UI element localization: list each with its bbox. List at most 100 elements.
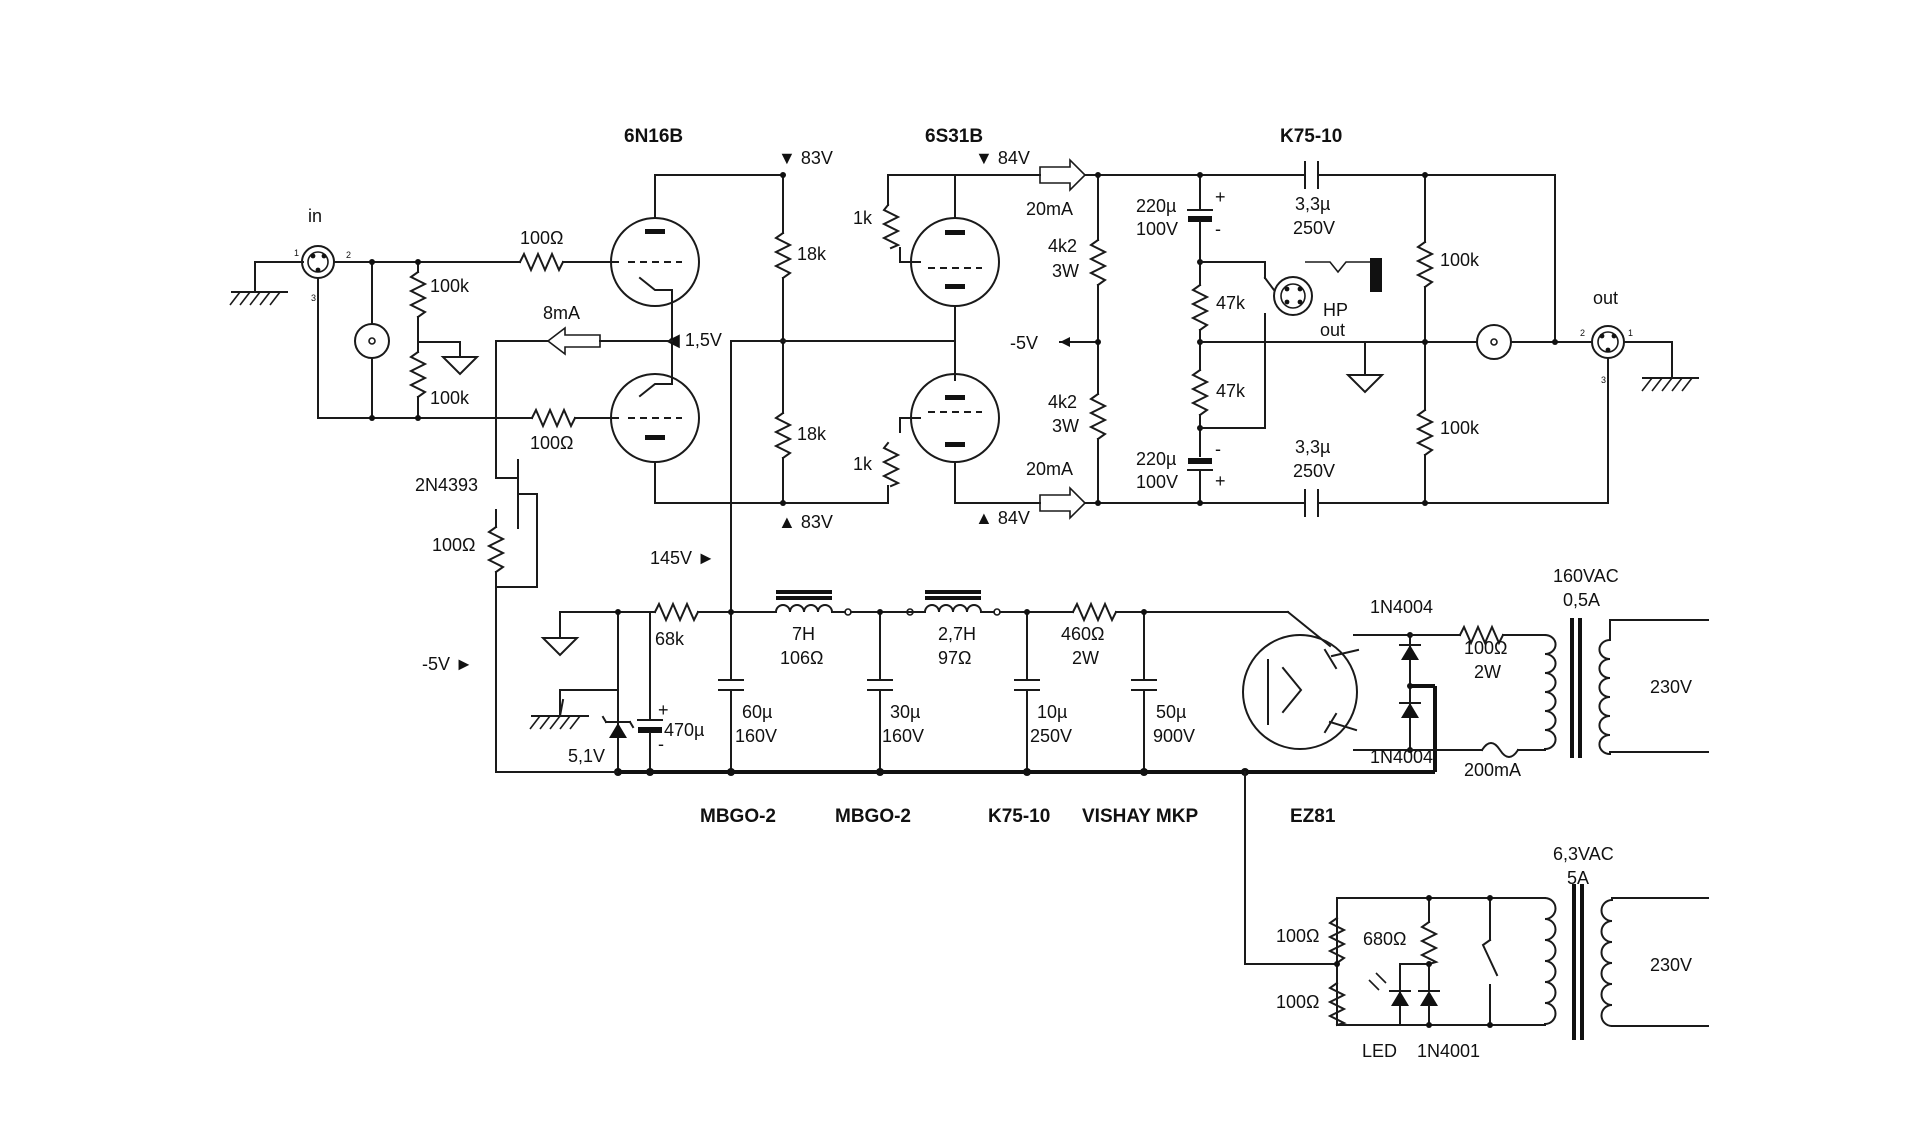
choke-7h bbox=[774, 590, 852, 616]
r47k-a-label: 47k bbox=[1216, 293, 1246, 313]
r460-2-label: 2W bbox=[1072, 648, 1099, 668]
r1k-a-label: 1k bbox=[853, 208, 873, 228]
r1k-b-label: 1k bbox=[853, 454, 873, 474]
in-pin2: 2 bbox=[346, 250, 351, 260]
current-source: 2N4393 100Ω bbox=[415, 340, 549, 773]
cap-type-2: MBGO-2 bbox=[835, 806, 911, 827]
tube-ez81-label: EZ81 bbox=[1290, 806, 1336, 827]
k75-top-label: K75-10 bbox=[1280, 126, 1342, 147]
c50-1-label: 50µ bbox=[1156, 702, 1186, 722]
r100-bot-label: 100Ω bbox=[530, 433, 574, 453]
v84-top-label: ▼ 84V bbox=[975, 148, 1030, 168]
r460-1-label: 460Ω bbox=[1061, 624, 1105, 644]
tube-6n16b-label: 6N16B bbox=[624, 126, 683, 147]
fil-pri-label: 230V bbox=[1650, 955, 1692, 975]
fuse-label: 200mA bbox=[1464, 760, 1521, 780]
vneg5-mid-label: -5V bbox=[1010, 333, 1038, 353]
c220-b1-label: 220µ bbox=[1136, 449, 1176, 469]
r68k-label: 68k bbox=[655, 629, 685, 649]
c220-b-minus: - bbox=[1215, 439, 1221, 459]
d1-label: 1N4004 bbox=[1370, 597, 1433, 617]
hp-label-2: out bbox=[1320, 320, 1345, 340]
v83-top-label: ▼ 83V bbox=[778, 148, 833, 168]
fil-sec1-label: 6,3VAC bbox=[1553, 844, 1614, 864]
output-section: 4k2 3W 4k2 3W -5V 220µ 100V + - 47k 47k … bbox=[1010, 126, 1699, 517]
c220-a-plus: + bbox=[1215, 187, 1226, 207]
led-label: LED bbox=[1362, 1041, 1397, 1061]
c470-plus: + bbox=[658, 700, 669, 720]
l2-1-label: 2,7H bbox=[938, 624, 976, 644]
r100-fet-label: 100Ω bbox=[432, 535, 476, 555]
v1-5-label: ◀ 1,5V bbox=[666, 330, 722, 350]
fet-label: 2N4393 bbox=[415, 475, 478, 495]
out-pin3: 3 bbox=[1601, 375, 1606, 385]
c33-a1-label: 3,3µ bbox=[1295, 194, 1330, 214]
r4k2-b1-label: 4k2 bbox=[1048, 392, 1077, 412]
c10-2-label: 250V bbox=[1030, 726, 1072, 746]
tube-6n16b: 6N16B ◀ 1,5V 8mA bbox=[543, 126, 888, 504]
v84-bot-label: ▲ 84V bbox=[975, 508, 1030, 528]
c220-a1-label: 220µ bbox=[1136, 196, 1176, 216]
choke-2-7h bbox=[906, 590, 1001, 616]
c220-b-plus: + bbox=[1215, 471, 1226, 491]
r100-top-label: 100Ω bbox=[520, 228, 564, 248]
zener-label: 5,1V bbox=[568, 746, 605, 766]
r4k2-a2-label: 3W bbox=[1052, 261, 1079, 281]
cap-type-3: K75-10 bbox=[988, 806, 1050, 827]
fil-sec2-label: 5A bbox=[1567, 868, 1589, 888]
ht-sec1-label: 160VAC bbox=[1553, 566, 1619, 586]
hp-label-1: HP bbox=[1323, 300, 1348, 320]
c30-2-label: 160V bbox=[882, 726, 924, 746]
d2-label: 1N4004 bbox=[1370, 747, 1433, 767]
tube-6s31b: 6S31B 1k 1k ▼ 84V ▲ 84V 20mA 20mA bbox=[853, 126, 1087, 528]
r18k-b-label: 18k bbox=[797, 424, 827, 444]
input-section: in 1 2 3 100Ω 100Ω 100k 100k bbox=[229, 206, 619, 453]
in-pin3: 3 bbox=[311, 293, 316, 303]
vneg5-left-label: -5V ► bbox=[422, 654, 473, 674]
i8ma-label: 8mA bbox=[543, 303, 580, 323]
r100k-b-label: 100k bbox=[430, 388, 470, 408]
power-supply: 68k 7H 106Ω 2,7H 97Ω 460Ω 2W bbox=[422, 566, 1709, 1061]
hp-out-jack[interactable] bbox=[1273, 276, 1313, 316]
input-label: in bbox=[308, 206, 322, 226]
input-xlr-jack[interactable] bbox=[301, 245, 335, 279]
l1-1-label: 7H bbox=[792, 624, 815, 644]
out-pin1: 1 bbox=[1628, 328, 1633, 338]
r4k2-a1-label: 4k2 bbox=[1048, 236, 1077, 256]
cap-type-labels: MBGO-2 MBGO-2 K75-10 VISHAY MKP bbox=[700, 806, 1198, 827]
c60-1-label: 60µ bbox=[742, 702, 772, 722]
i20-top-label: 20mA bbox=[1026, 199, 1073, 219]
c10-1-label: 10µ bbox=[1037, 702, 1067, 722]
r100k-out-a-label: 100k bbox=[1440, 250, 1480, 270]
c30-1-label: 30µ bbox=[890, 702, 920, 722]
r100-2w-1-label: 100Ω bbox=[1464, 638, 1508, 658]
r47k-b-label: 47k bbox=[1216, 381, 1246, 401]
output-xlr-jack[interactable] bbox=[1591, 325, 1625, 359]
r100-h2-label: 100Ω bbox=[1276, 992, 1320, 1012]
ht-sec2-label: 0,5A bbox=[1563, 590, 1600, 610]
c33-a2-label: 250V bbox=[1293, 218, 1335, 238]
in-pin1: 1 bbox=[294, 248, 299, 258]
tube-6s31b-label: 6S31B bbox=[925, 126, 983, 147]
r680-label: 680Ω bbox=[1363, 929, 1407, 949]
cap-type-1: MBGO-2 bbox=[700, 806, 776, 827]
ht-pri-label: 230V bbox=[1650, 677, 1692, 697]
c470-label: 470µ bbox=[664, 720, 704, 740]
r100-h1-label: 100Ω bbox=[1276, 926, 1320, 946]
cap-type-4: VISHAY MKP bbox=[1082, 806, 1198, 827]
v83-bot-label: ▲ 83V bbox=[778, 512, 833, 532]
c60-2-label: 160V bbox=[735, 726, 777, 746]
c220-b2-label: 100V bbox=[1136, 472, 1178, 492]
ht-transformer bbox=[1543, 618, 1709, 758]
l1-2-label: 106Ω bbox=[780, 648, 824, 668]
r100k-out-b-label: 100k bbox=[1440, 418, 1480, 438]
tube-ez81 bbox=[1242, 634, 1360, 750]
l2-2-label: 97Ω bbox=[938, 648, 971, 668]
filament-transformer bbox=[1543, 884, 1709, 1040]
d1n4001-label: 1N4001 bbox=[1417, 1041, 1480, 1061]
c33-b2-label: 250V bbox=[1293, 461, 1335, 481]
c50-2-label: 900V bbox=[1153, 726, 1195, 746]
divider-18k: 18k 18k ▼ 83V ▲ 83V 145V ► bbox=[650, 148, 956, 613]
r4k2-b2-label: 3W bbox=[1052, 416, 1079, 436]
